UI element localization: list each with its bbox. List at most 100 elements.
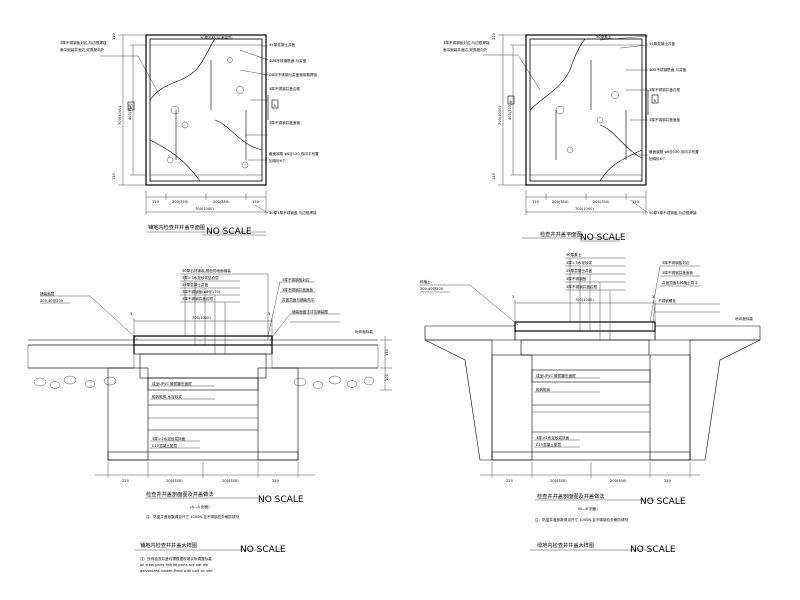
ls-top-3: 3厚不锈钢板(φ8@150) (182, 289, 221, 294)
ls-right-0: 3厚不锈钢板封边 (282, 277, 310, 282)
lp-section-mark-left: A (130, 106, 133, 110)
rp-dim-v0: 150 (492, 32, 496, 40)
ls-top-label-left: 3 (130, 312, 132, 316)
lp-dim-v0: 150 (112, 32, 116, 40)
rp-dim-v2: 400(700) (508, 103, 512, 120)
ls-top-label-right: 3 (268, 312, 270, 316)
lp-callout-5: Ø8@不锈钢与井盖面钢筋焊接 (269, 72, 318, 77)
rs-inside-1: 砌砖砌体 (536, 387, 551, 392)
rp-callout-2: 面平安装井面边,双角度向外 (443, 47, 488, 52)
rs-left-1: 200,40@200 (420, 287, 444, 291)
footer-right-title: 绿地内检查井井盖大样图 (537, 541, 594, 549)
lp-callout-4: 4Ø8不锈钢筋面,与井盖 (269, 58, 307, 63)
rp-dim-h0: 150 (532, 200, 540, 204)
rs-right-3: 不锈钢螺栓 (658, 298, 676, 303)
lp-callout-2: 面平安装井面边,双角度向外 (60, 47, 105, 52)
rp-dim-total: 700(1000) (575, 207, 594, 211)
footer-right-scale: NO SCALE (630, 545, 676, 555)
lp-dim-v2: 400(700) (128, 103, 132, 120)
rs-dim-4: 220 (664, 479, 672, 483)
ls-inside-0: 成品UPVC 硬质圆形盖框 (152, 381, 192, 386)
rs-top-0: 50厚素土 (566, 252, 582, 257)
rp-callout-8: 回填砂6个 (649, 156, 666, 161)
rp-dim-h3: 150 (632, 200, 640, 204)
ls-inside-3: C15混凝土垫层 (152, 443, 177, 448)
ls-dim-5: 150 (385, 348, 389, 356)
footer-left-title: 铺地内检查井井盖大样图 (140, 541, 197, 549)
lp-callout-9: 回填砂6个 (269, 158, 286, 163)
lp-callout-3: 45厚混凝土井盖 (269, 42, 296, 47)
lp-dim-v1: 700(1000) (118, 106, 122, 125)
rp-section-mark-left: B (510, 100, 513, 104)
lp-callout-7: 3厚不锈钢井盖面板 (269, 120, 300, 125)
ls-inside-1: 砌砖砌体,水泥砂浆 (152, 394, 182, 399)
rs-top-3: 3厚不锈钢板 (566, 276, 587, 281)
rp-callout-7: 截面钢筋 φ6@150,双向平布置 (649, 149, 699, 154)
rs-dim-1: 220 (506, 479, 514, 483)
rs-left-0: 种植土 (420, 279, 431, 284)
right-plan (483, 34, 659, 242)
ls-subtitle: (A—A 剖面) (190, 504, 210, 509)
footer-left-note-0: 注：所有检查井盖均需根据现场实际调整标高 (140, 556, 212, 561)
left-section (27, 273, 392, 499)
ls-top-4: 3厚不锈钢井盖边框 (182, 296, 213, 301)
ls-note: 注：防盗井盖参数请见尺寸 1000N,且不锈钢应外刷防锈剂 (146, 514, 240, 519)
rs-inside-0: 成品UPVC 硬质圆形盖框 (536, 373, 576, 378)
lp-dim-h1: 200(350) (172, 200, 189, 204)
lp-dim-h2: 200(350) (213, 200, 230, 204)
lp-dim-v3: 150 (112, 172, 116, 180)
rs-dim-2: 200(350) (550, 479, 567, 483)
lp-callout-8: 截面钢筋 φ6@150,双向平布置 (269, 151, 319, 156)
rp-dim-h2: 200(350) (593, 200, 610, 204)
ls-dim-2: 200(350) (166, 479, 183, 483)
ls-right-3: 铺装面做法详见铺装图 (292, 309, 328, 314)
rs-subtitle: (B—B 剖面) (578, 506, 598, 511)
ls-dim-0: 700(1000) (192, 316, 211, 320)
footer-left-note-2: galvanized,rubber,fixed with bolt on sit… (140, 569, 213, 573)
lp-section-mark-right: A (274, 104, 277, 108)
rp-callout-4: 4Ø8不锈钢筋面,与井盖 (649, 67, 687, 72)
footer-left-note-1: all steel parts,fixture parts are hot di… (140, 563, 209, 567)
rs-note: 注：防盗井盖参数请见尺寸 1000N,且不锈钢应外刷防锈剂 (535, 517, 629, 522)
rs-top-1: 3厚1:3水泥砂浆 (566, 260, 592, 265)
ls-right-1: 3厚不锈钢井盖面板 (282, 287, 313, 292)
lp-callout-10: 30厚3厚不锈钢盖,与边框焊接 (269, 210, 317, 215)
left-plan (100, 34, 279, 236)
rp-callout-0: 50厚素土 (596, 34, 612, 39)
lp-dim-total: 700(1000) (195, 207, 214, 211)
ls-title: 检查井井盖剖面图及井盖做法 (146, 490, 213, 498)
rs-inside-2: 3厚1:2水泥砂浆抹面 (536, 435, 570, 440)
lp-callout-0: 30厚石材(与铺装同) (200, 35, 233, 40)
rs-scale: NO SCALE (640, 497, 686, 507)
ls-inside-2: 3厚1:2水泥砂浆抹面 (152, 436, 186, 441)
rp-callout-5: 3厚不锈钢井盖边框 (649, 87, 680, 92)
ls-level-mark: 地坪面标高 (355, 329, 373, 334)
rs-top-label-right: 3 (652, 295, 654, 299)
ls-dim-3: 200(350) (222, 479, 239, 483)
rs-dim-0: 700(1000) (575, 298, 594, 302)
ls-top-2: 45厚混凝土井盖 (182, 282, 209, 287)
ls-top-1: 3厚1:3水泥砂浆结合层 (182, 275, 219, 280)
rp-dim-v3: 150 (492, 172, 496, 180)
footer-left-scale: NO SCALE (240, 545, 286, 555)
rs-inside-3: C15混凝土垫层 (536, 442, 561, 447)
rs-right-0: 3厚不锈钢板封边 (662, 260, 690, 265)
rp-dim-v1: 700(1000) (498, 106, 502, 125)
rs-level-mark: 地坪面标高 (735, 316, 753, 321)
lp-callout-6: 3厚不锈钢井盖边框 (269, 86, 300, 91)
lp-callout-1: 3厚不锈钢板封边,与边框焊接 (60, 40, 107, 45)
rp-callout-6: 3厚不锈钢井盖面板 (649, 117, 680, 122)
ls-dim-4: 220 (272, 479, 280, 483)
lp-dim-h0: 150 (152, 200, 160, 204)
ls-dim-6: 100 (385, 373, 389, 381)
rp-section-mark-right: B (654, 99, 657, 103)
rp-callout-3: 45厚混凝土井盖 (649, 41, 676, 46)
ls-left-1: 200,40@200 (40, 299, 64, 303)
rs-top-2: 45厚混凝土井盖 (566, 268, 593, 273)
rp-callout-1: 3厚不锈钢板封边,与边框焊接 (443, 40, 490, 45)
rp-callout-9: 50厚3厚不锈钢盖,与边框焊接 (649, 210, 697, 215)
rs-right-1: 3厚不锈钢井盖面板 (662, 270, 693, 275)
rs-right-2: 井盖顶面与种植土同平 (662, 280, 698, 285)
rs-dim-3: 200(350) (610, 479, 627, 483)
